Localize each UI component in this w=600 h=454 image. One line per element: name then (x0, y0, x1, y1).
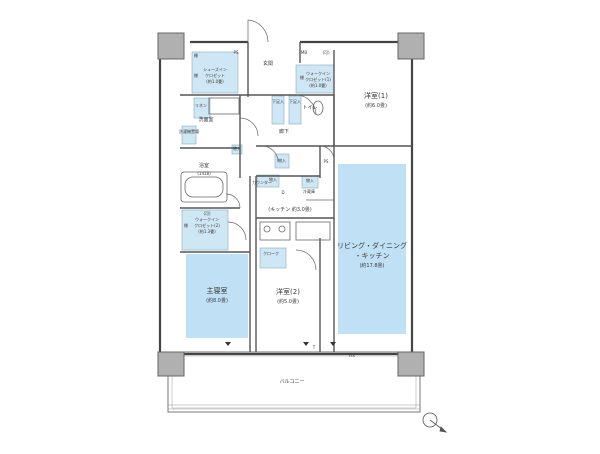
shelf-wic2: 棚 (184, 223, 188, 228)
shoes-closet-size: (約1.0畳) (206, 79, 224, 84)
d-label: D (281, 190, 285, 195)
bath-size: (1418) (197, 171, 211, 176)
storage-washroom: 物入 (233, 146, 241, 151)
storage-corridor: 物入 (278, 158, 286, 163)
shelf-shoes: 棚 (194, 53, 198, 58)
north-compass (422, 412, 448, 433)
fixtures (180, 97, 334, 241)
wic2-size: (約1.3畳) (198, 229, 216, 234)
master-bedroom-size: (約8.0畳) (206, 298, 228, 304)
doors (225, 19, 335, 271)
ldk-label-line1: リビング・ダイニング (337, 242, 407, 250)
ldk-size: (約17.8畳) (359, 263, 385, 269)
balcony-area (167, 351, 421, 413)
shelf-wic1: 棚 (300, 75, 304, 80)
t-label: T (312, 345, 316, 350)
geta-box-2: 下足入 (289, 99, 301, 104)
wic2-line2: ウォークイン (195, 217, 219, 222)
kitchen-label: (キッチン 約3.0畳) (268, 207, 312, 213)
shoes-closet-line1: シューズイン (203, 67, 227, 72)
ps-label: PS (233, 50, 239, 55)
fridge-label: 冷蔵庫 (303, 189, 315, 194)
shelf-shoes-2: 棚 (194, 73, 198, 78)
washroom-label: 洗面室 (198, 117, 214, 123)
master-bedroom-name: 主寝室 (206, 287, 228, 295)
room-panels (186, 164, 406, 338)
wic1-line1: ウォークイン (306, 71, 330, 76)
counter-kitchen: カウンター (252, 180, 272, 185)
wic1-size: (約1.0畳) (309, 83, 327, 88)
mb-label: MB (300, 50, 308, 55)
western1-size: (約6.0畳) (365, 103, 387, 109)
ldk-label-line2: ・キッチン (354, 252, 390, 260)
outer-walls (158, 40, 414, 356)
ps2-label: PS (323, 159, 329, 164)
balcony-label: バルコニー (279, 379, 305, 385)
corridor-label: 廊下 (278, 129, 290, 135)
closet-fills (181, 51, 335, 269)
bath-name: 浴室 (198, 163, 210, 169)
western2-size: (約5.0畳) (277, 299, 299, 305)
window-arrows (225, 342, 336, 346)
wic1-line2: クロゼット(1) (305, 77, 331, 82)
shoes-closet-line2: クロゼット (205, 73, 225, 78)
toilet-label: トイレ (302, 105, 318, 111)
washer-label: 洗濯機置場 (179, 129, 199, 134)
linen-label: リネン (195, 103, 207, 108)
entrance-label: 玄関 (262, 61, 274, 67)
counter-label: クローク (263, 251, 279, 256)
western1-name: 洋室(1) (364, 92, 388, 100)
movable-label: (可) (322, 50, 330, 55)
western2-name: 洋室(2) (276, 288, 300, 296)
fix-label: FIX (348, 353, 356, 358)
wic2-line3: クロゼット(2) (194, 223, 220, 228)
storage-kitchen: 物入 (269, 177, 277, 182)
interior-walls (180, 42, 412, 352)
columns (157, 32, 425, 377)
storage-hall: 物入 (306, 178, 314, 183)
wic2-line1: (可) (203, 211, 211, 216)
geta-box-1: 下足入 (272, 99, 284, 104)
